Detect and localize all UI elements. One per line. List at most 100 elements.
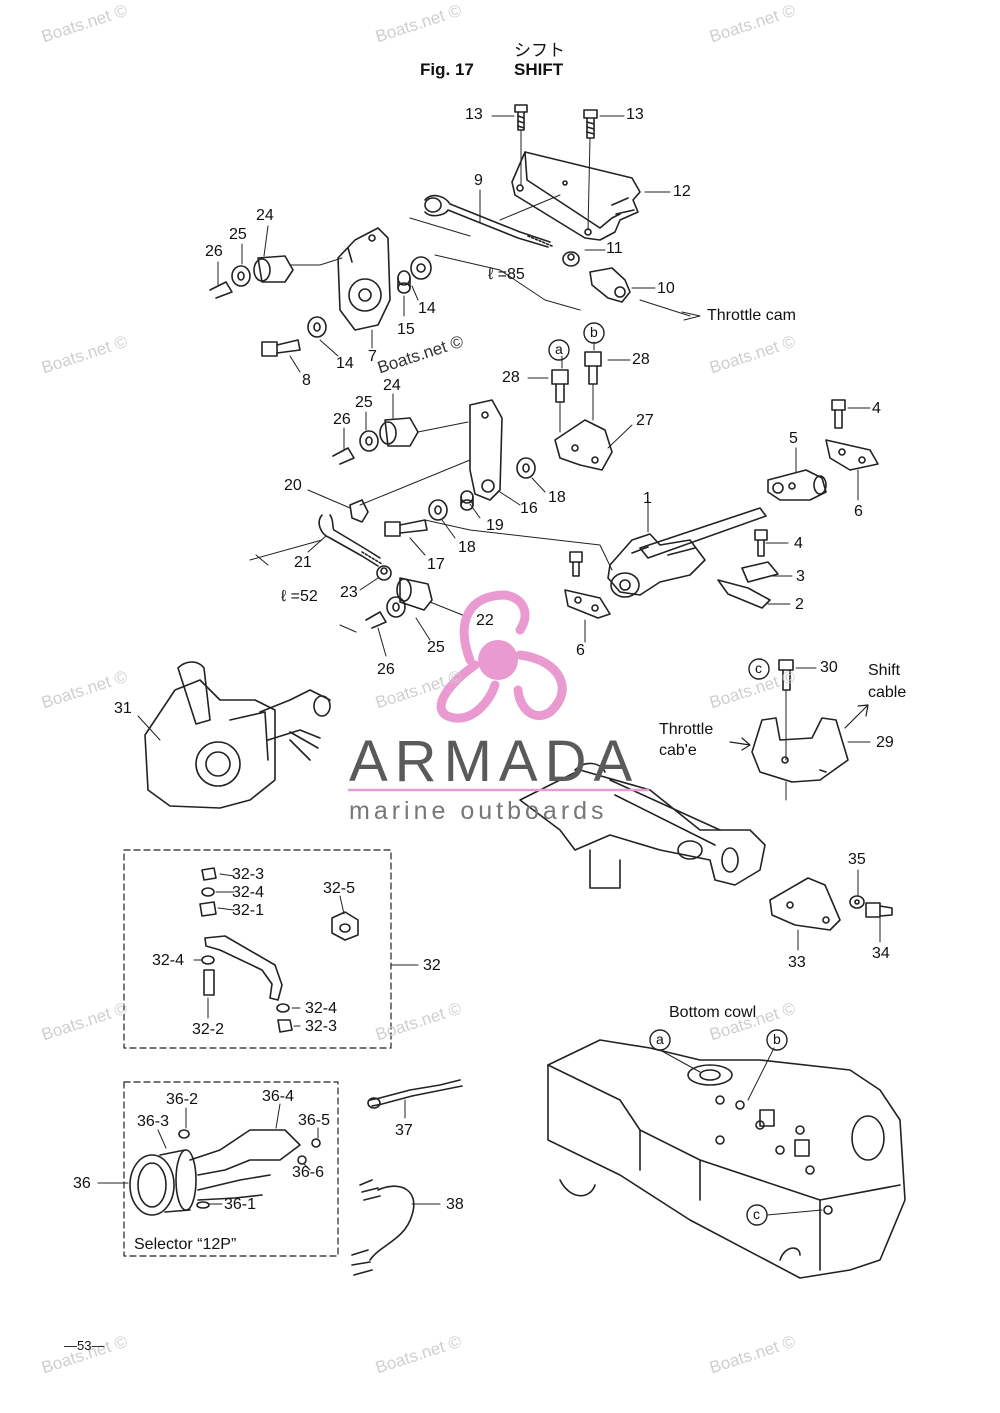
selector-switch-36 <box>129 1129 321 1216</box>
bottom-cowl <box>547 1039 906 1279</box>
throttle-cable-callout-2: cab'e <box>659 742 697 759</box>
circle-letter-a-cowl: a <box>656 1031 664 1047</box>
collar-24-mid <box>379 417 419 447</box>
plate-6-right <box>825 439 879 471</box>
clip-20 <box>349 499 369 523</box>
part-label: 18 <box>548 489 566 506</box>
pin-26-top <box>209 281 233 299</box>
circle-letter-a: a <box>555 341 563 357</box>
collar-19 <box>460 490 474 511</box>
part-label: 20 <box>284 477 302 494</box>
part-label: 14 <box>418 300 436 317</box>
part-label: 36-4 <box>262 1088 295 1105</box>
washer-25-low <box>386 596 406 618</box>
linkage-assembly <box>519 762 766 889</box>
part-label: 17 <box>427 556 445 573</box>
wire-37 <box>367 1079 463 1119</box>
figure-number: Fig. 17 <box>420 60 474 79</box>
part-label: 32 <box>423 957 441 974</box>
part-label: 23 <box>340 584 358 601</box>
part-label: 13 <box>465 106 483 123</box>
part-label: 24 <box>256 207 274 224</box>
part-label: 31 <box>114 700 132 717</box>
washer-35 <box>849 895 865 909</box>
part-label: 15 <box>397 321 415 338</box>
part-label: 29 <box>876 734 894 751</box>
washer-18-a <box>516 457 536 479</box>
part-label: 3 <box>796 568 805 585</box>
part-label: 32-3 <box>305 1018 338 1035</box>
part-label: 12 <box>673 183 691 200</box>
part-label: 1 <box>643 490 652 507</box>
part-label: 37 <box>395 1122 413 1139</box>
part-label: 36-2 <box>166 1091 199 1108</box>
plate-3 <box>741 561 779 583</box>
bolt-34 <box>865 902 893 936</box>
plate-6-low <box>564 589 611 619</box>
part-label: 33 <box>788 954 806 971</box>
part-label: 5 <box>789 430 798 447</box>
dim-line-52 <box>249 539 357 633</box>
part-label: 7 <box>368 348 377 365</box>
lever-16 <box>469 399 503 501</box>
part-label: 25 <box>355 394 373 411</box>
part-label: 36 <box>73 1175 91 1192</box>
page-number: —53— <box>64 1338 105 1353</box>
title-japanese: シフト <box>514 41 565 61</box>
part-label: 32-2 <box>192 1021 225 1038</box>
bracket-12 <box>511 151 641 241</box>
part-label: 32-4 <box>232 884 265 901</box>
pin-26-mid <box>332 447 355 465</box>
joint-10 <box>589 267 631 303</box>
part-label: 34 <box>872 945 890 962</box>
part-label: 26 <box>205 243 223 260</box>
armada-propeller-logo <box>436 590 567 723</box>
plate-33 <box>769 877 841 951</box>
screw-30 <box>778 659 794 761</box>
screw-28-a <box>551 369 569 433</box>
bracket-29 <box>751 717 849 801</box>
part-label: 4 <box>872 400 881 417</box>
lever-5 <box>767 469 827 501</box>
part-label: 27 <box>636 412 654 429</box>
length-85-callout: ℓ =85 <box>488 266 525 283</box>
collar-24-top <box>253 255 294 283</box>
part-label: 21 <box>294 554 312 571</box>
circle-letter-c: c <box>755 660 762 676</box>
screw-6-low <box>569 551 583 577</box>
screw-13-left <box>514 104 528 186</box>
part-label: 11 <box>606 240 623 257</box>
part-label: 6 <box>576 642 585 659</box>
shift-cable-callout-2: cable <box>868 684 907 701</box>
part-label: 10 <box>657 280 675 297</box>
harness-38 <box>351 1179 415 1276</box>
page-title: SHIFT <box>514 60 564 79</box>
shaft-1 <box>607 507 767 598</box>
bottom-cowl-callout: Bottom cowl <box>669 1004 757 1021</box>
part-label: 13 <box>626 106 644 123</box>
nut-23 <box>376 565 392 581</box>
part-label: 24 <box>383 377 401 394</box>
part-label: 16 <box>520 500 538 517</box>
throttle-cam-callout: Throttle cam <box>707 307 796 324</box>
part-label: 32-4 <box>152 952 185 969</box>
pin-26-low <box>365 611 387 629</box>
circle-letter-b: b <box>590 324 598 340</box>
remote-control-31 <box>144 661 331 809</box>
plate-2 <box>717 579 771 609</box>
circle-letter-b-cowl: b <box>773 1031 781 1047</box>
washer-14-b <box>307 316 327 338</box>
part-label: 36-5 <box>298 1112 331 1129</box>
bolt-17 <box>384 519 428 537</box>
leader-lines <box>97 115 881 1216</box>
part-label: 2 <box>795 596 804 613</box>
throttle-cable-callout: Throttle <box>659 721 714 738</box>
logo-wordmark: ARMADA <box>349 729 640 794</box>
washer-25-mid <box>359 430 379 452</box>
part-label: 9 <box>474 172 483 189</box>
screw-13-right <box>583 109 598 231</box>
part-label: 6 <box>854 503 863 520</box>
bracket-32-parts <box>199 867 293 1033</box>
shift-cable-callout: Shift <box>868 662 901 679</box>
logo-tagline: marine outboards <box>349 797 608 825</box>
